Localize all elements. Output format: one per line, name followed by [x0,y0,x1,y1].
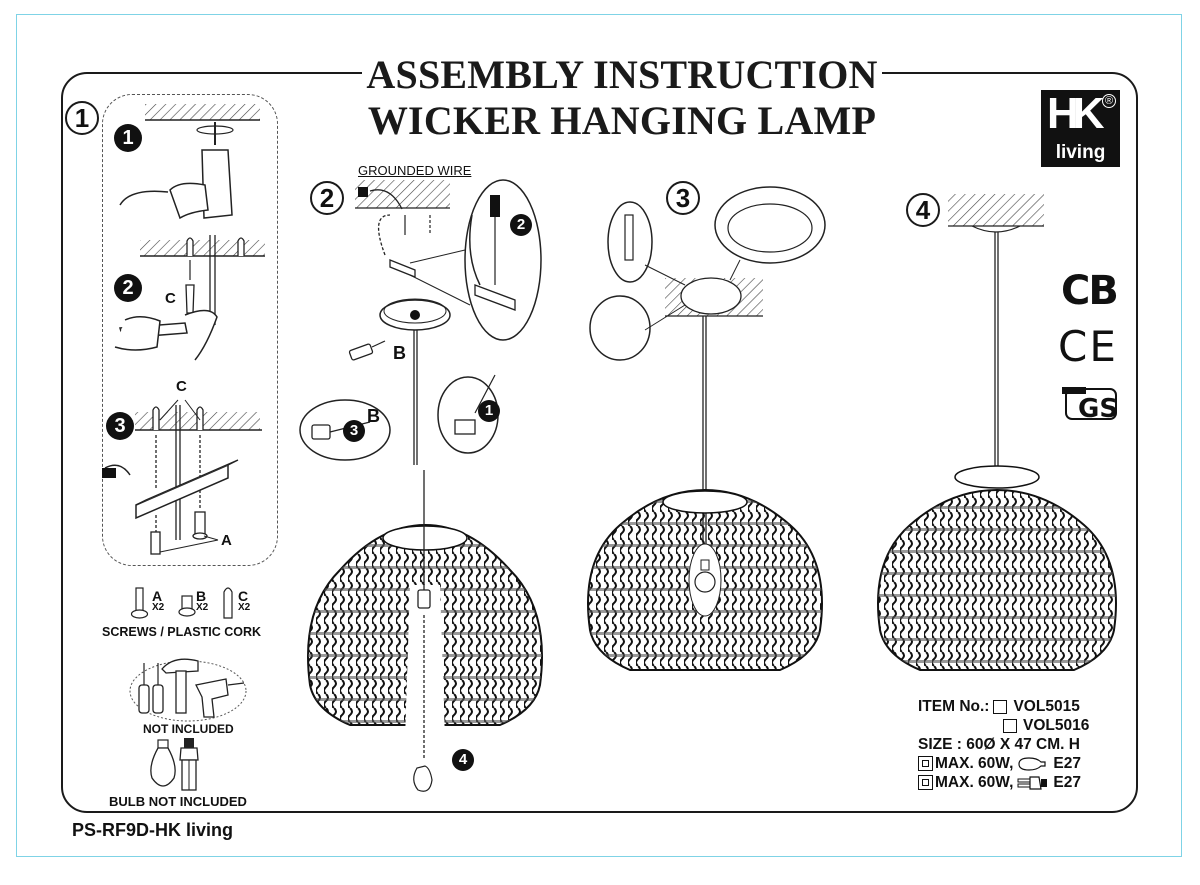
ce-mark: CE [1058,322,1118,371]
step-2-lamp-shade [307,470,543,792]
cfl-bulb-icon [179,738,199,791]
step-1-substep-3: 3 [106,412,134,440]
part-label-b-detail: B [367,406,380,426]
page-border [16,14,1182,857]
hk-living-logo: HK ® living [1041,90,1120,167]
document-code: PS-RF9D-HK living [72,820,234,840]
tools-caption: NOT INCLUDED [143,722,234,736]
bulbs-icon [150,738,199,791]
step-2-substep-2: 2 [510,214,532,236]
step-2-substep-1: 1 [478,400,500,422]
item-checkbox-vol5015[interactable] [993,699,1008,714]
drill-icon [195,678,245,718]
incandescent-bulb-icon [150,739,176,787]
step-1-substep-1: 1 [114,124,142,152]
step-2-substep-3: 3 [343,420,365,442]
step-2-substep-4: 4 [452,749,474,771]
gs-text: GS [1078,394,1118,424]
gs-mark-icon: GS [1062,387,1118,424]
grounded-wire-label: GROUNDED WIRE [358,163,472,178]
part-b-qty: X2 [196,602,209,613]
incandescent-bulb-icon [1018,756,1046,771]
double-insulation-icon [918,756,933,771]
double-insulation-icon [918,775,933,790]
item-label: ITEM No.: [918,698,990,715]
part-b-label: B [196,588,207,604]
step-1-badge: 1 [65,101,99,135]
hammer-ceiling-icon [114,235,265,361]
size-row: SIZE : 60Ø X 47 CM. H [918,736,1080,753]
part-label-c: C [165,290,176,307]
screw-a-icon [130,587,149,619]
parts-icons [130,587,233,619]
logo-main: HK [1047,89,1105,138]
registered-mark: ® [1102,94,1116,108]
product-specs: ITEM No.: VOL5015 VOL5016 SIZE : 60Ø X 4… [918,697,1089,792]
screwdriver-icon [138,663,164,714]
step-3-lamp-shade [587,488,823,671]
part-a-label: A [152,588,163,604]
step-4-badge: 4 [906,193,940,227]
bulbs-caption: BULB NOT INCLUDED [109,794,247,809]
title-block: ASSEMBLY INSTRUCTION WICKER HANGING LAMP [362,52,882,144]
plastic-cork-icon [223,587,233,619]
logo-sub: living [1055,142,1106,163]
max-wattage-1: MAX. 60W, [935,755,1014,772]
part-a-qty: X2 [152,602,165,613]
part-label-b: B [393,343,406,363]
step-1-substep-2: 2 [114,274,142,302]
item-code-vol5015: VOL5015 [1013,698,1080,715]
max-wattage-2: MAX. 60W, [935,774,1014,791]
screw-b-icon [178,595,196,617]
item-checkbox-vol5016[interactable] [1003,718,1017,733]
hammer-icon [161,658,199,714]
bracket-mount-icon [102,399,262,555]
part-label-a-bracket: A [221,532,232,549]
step-3-canopy-diagram [589,186,826,600]
cfl-bulb-icon [1017,775,1048,790]
parts-caption: SCREWS / PLASTIC CORK [102,625,262,639]
tools-not-included-icon [129,658,247,722]
step-2-badge: 2 [310,181,344,215]
max-row-1: MAX. 60W, E27 [918,754,1089,773]
item-code-vol5016: VOL5016 [1023,717,1090,734]
cb-mark: CB [1061,268,1119,314]
title-line-1: ASSEMBLY INSTRUCTION [366,52,878,97]
socket-type-2: E27 [1053,774,1081,791]
title-line-2: WICKER HANGING LAMP [367,98,877,143]
part-c-label: C [238,588,249,604]
part-label-c-bracket: C [176,378,187,395]
step-3-badge: 3 [666,181,700,215]
drill-ceiling-icon [119,104,260,220]
item-row-2: VOL5016 [918,716,1089,735]
socket-type-1: E27 [1053,755,1081,772]
step-4-hanging-lamp [877,194,1117,671]
step-1-panel [102,94,278,566]
part-c-qty: X2 [238,602,251,613]
item-row-1: ITEM No.: VOL5015 [918,697,1089,716]
max-row-2: MAX. 60W, E27 [918,773,1089,792]
